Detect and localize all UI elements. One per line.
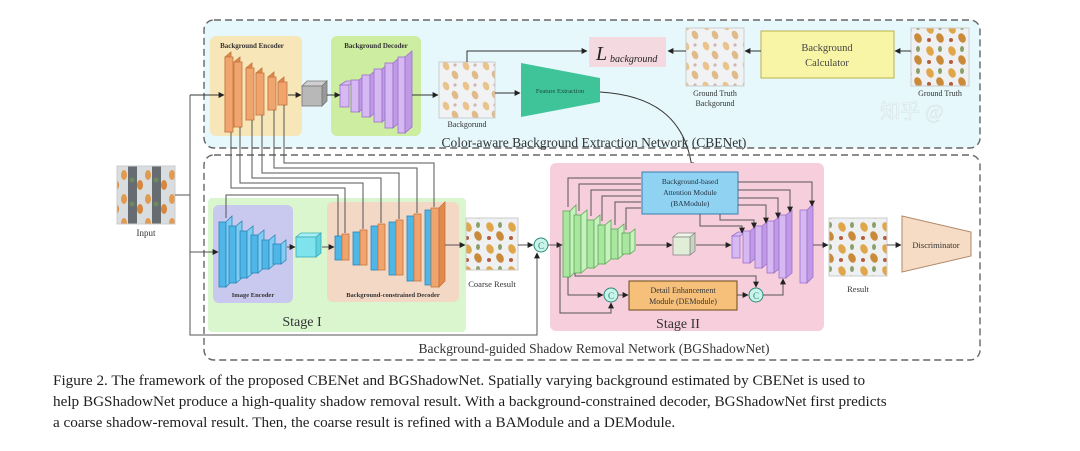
svg-text:C: C <box>608 291 614 301</box>
svg-text:C: C <box>753 291 759 301</box>
framework-diagram: Color-aware Background Extraction Networ… <box>116 19 981 361</box>
cbenet-title: Color-aware Background Extraction Networ… <box>442 135 747 150</box>
gt-background-label-line1: Ground Truth <box>693 89 737 98</box>
caption-line-2: help BGShadowNet produce a high-quality … <box>53 393 887 410</box>
stage2-title: Stage II <box>656 317 700 332</box>
discriminator-block <box>901 215 972 273</box>
concat-node-main: C <box>533 237 549 253</box>
feature-extraction-block <box>521 63 600 117</box>
background-encoder-layers <box>224 51 288 133</box>
image-encoder-layers <box>218 215 287 288</box>
ground-truth-image <box>910 27 970 87</box>
background-encoder-label: Background Encoder <box>220 42 284 50</box>
bgshadownet-arrows <box>175 95 902 336</box>
input-image <box>116 165 176 225</box>
caption-line-1: Figure 2. The framework of the proposed … <box>53 372 866 389</box>
caption-line-3: a coarse shadow-removal result. Then, th… <box>53 414 676 431</box>
ground-truth-label: Ground Truth <box>918 89 962 98</box>
result-image <box>828 217 888 277</box>
watermark: 知乎 @ <box>880 100 944 124</box>
bamodule-line1: Background-based <box>662 177 718 186</box>
stage2-bottleneck <box>671 232 697 256</box>
background-calculator-line1: Background <box>801 43 853 54</box>
bc-decoder-label: Background-constrained Decoder <box>346 292 440 299</box>
background-decoder-layers <box>338 50 413 134</box>
discriminator-label: Discriminator <box>912 240 959 250</box>
demodule-box <box>628 280 738 311</box>
svg-text:知乎 @: 知乎 @ <box>880 100 943 123</box>
gt-background-label-line2: Backgorund <box>695 99 734 108</box>
result-label: Result <box>847 284 869 294</box>
background-image-label: Backgorund <box>447 120 486 129</box>
stage2-encoder-layers <box>562 204 636 278</box>
image-encoder-label: Image Encoder <box>232 292 275 299</box>
loss-box <box>589 37 666 67</box>
concat-node-de-in: C <box>603 287 619 303</box>
svg-text:C: C <box>538 241 544 251</box>
stage2-decoder-layers <box>730 203 814 284</box>
bgshadownet-title: Background-guided Shadow Removal Network… <box>419 341 770 356</box>
bamodule-box <box>641 171 739 215</box>
background-calculator-line2: Calculator <box>805 58 849 69</box>
bamodule-line2: Attention Module <box>663 188 717 197</box>
cbenet-arrows <box>190 48 911 169</box>
demodule-line1: Detail Enhancement <box>650 286 716 295</box>
cbenet-panel: Color-aware Background Extraction Networ… <box>190 19 981 169</box>
feature-extraction-label: Feature Extraction <box>536 88 585 95</box>
cbenet-bottleneck <box>301 80 328 107</box>
bc-decoder-layers <box>334 201 446 288</box>
background-calculator-box <box>760 30 895 79</box>
background-decoder-label: Background Decoder <box>344 42 407 50</box>
bgshadownet-panel: Background-guided Shadow Removal Network… <box>116 95 981 361</box>
input-label: Input <box>137 228 156 238</box>
ground-truth-background-image <box>685 27 745 87</box>
loss-subscript: background <box>610 54 658 65</box>
concat-node-de-out: C <box>748 287 764 303</box>
bamodule-line3: (BAModule) <box>671 199 710 208</box>
stage1-bottleneck <box>294 232 323 258</box>
background-image <box>438 61 496 119</box>
coarse-result-label: Coarse Result <box>468 279 516 289</box>
stage1-title: Stage I <box>282 315 322 330</box>
loss-symbol: L <box>595 43 607 65</box>
figure-caption: Figure 2. The framework of the proposed … <box>53 370 1053 433</box>
demodule-line2: Module (DEModule) <box>649 297 717 306</box>
coarse-result-image <box>465 217 519 271</box>
